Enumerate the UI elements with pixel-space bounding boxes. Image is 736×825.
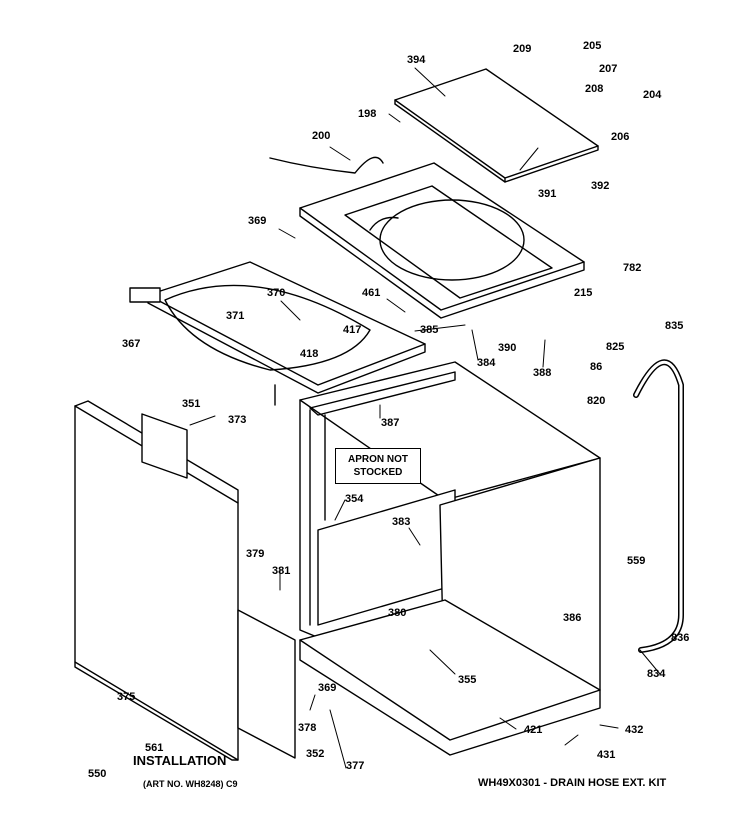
callout-417: 417	[343, 324, 362, 336]
installation-label: INSTALLATION	[133, 753, 227, 768]
callout-432: 432	[625, 724, 644, 736]
apron-note-line2: STOCKED	[353, 467, 403, 478]
callout-378: 378	[298, 722, 317, 734]
callout-208: 208	[585, 83, 604, 95]
base-frame-part	[130, 262, 425, 405]
lid-part	[395, 69, 598, 182]
callout-394: 394	[407, 54, 426, 66]
callout-383: 383	[392, 516, 411, 528]
callout-377: 377	[346, 760, 365, 772]
top-cover-part	[300, 163, 584, 318]
callout-215: 215	[574, 287, 593, 299]
apron-note-line1: APRON NOT	[348, 454, 408, 465]
callout-379: 379	[246, 548, 265, 560]
callout-369a: 369	[248, 215, 267, 227]
callout-86: 86	[590, 361, 603, 373]
callout-559: 559	[627, 555, 646, 567]
callout-820: 820	[587, 395, 606, 407]
callout-371: 371	[226, 310, 245, 322]
apron-note: APRON NOT STOCKED	[335, 448, 421, 484]
lower-panel-352	[238, 610, 295, 758]
callout-373: 373	[228, 414, 247, 426]
callout-352: 352	[306, 748, 325, 760]
callout-375: 375	[117, 691, 136, 703]
callout-782: 782	[623, 262, 642, 274]
callout-384: 384	[477, 357, 496, 369]
callout-388: 388	[533, 367, 552, 379]
callout-351: 351	[182, 398, 201, 410]
callout-421: 421	[524, 724, 543, 736]
drain-hose-part	[636, 362, 681, 650]
callout-200: 200	[312, 130, 331, 142]
callout-561: 561	[145, 742, 164, 754]
panel-351	[142, 414, 187, 478]
callout-836: 836	[671, 632, 690, 644]
callout-367: 367	[122, 338, 141, 350]
callout-206: 206	[611, 131, 630, 143]
callout-390: 390	[498, 342, 517, 354]
callout-207: 207	[599, 63, 618, 75]
callout-461: 461	[362, 287, 381, 299]
callout-550: 550	[88, 768, 107, 780]
callout-834: 834	[647, 668, 666, 680]
drain-hose-kit-label: WH49X0301 - DRAIN HOSE EXT. KIT	[478, 777, 667, 789]
callout-835: 835	[665, 320, 684, 332]
callout-381: 381	[272, 565, 291, 577]
callout-392: 392	[591, 180, 610, 192]
callout-355: 355	[458, 674, 477, 686]
base-part	[300, 600, 600, 755]
leader-lines	[190, 68, 660, 768]
callout-386: 386	[563, 612, 582, 624]
callout-391: 391	[538, 188, 557, 200]
callout-380: 380	[388, 607, 407, 619]
power-cord-part	[270, 157, 383, 173]
callout-369b: 369	[318, 682, 337, 694]
callout-431: 431	[597, 749, 616, 761]
callout-385: 385	[420, 324, 439, 336]
art-number-label: (ART NO. WH8248) C9	[143, 779, 238, 789]
callout-204: 204	[643, 89, 662, 101]
callout-354: 354	[345, 493, 364, 505]
callout-387: 387	[381, 417, 400, 429]
callout-370: 370	[267, 287, 286, 299]
callout-825: 825	[606, 341, 625, 353]
callout-198: 198	[358, 108, 377, 120]
callout-205: 205	[583, 40, 602, 52]
callout-418: 418	[300, 348, 319, 360]
callout-209: 209	[513, 43, 532, 55]
